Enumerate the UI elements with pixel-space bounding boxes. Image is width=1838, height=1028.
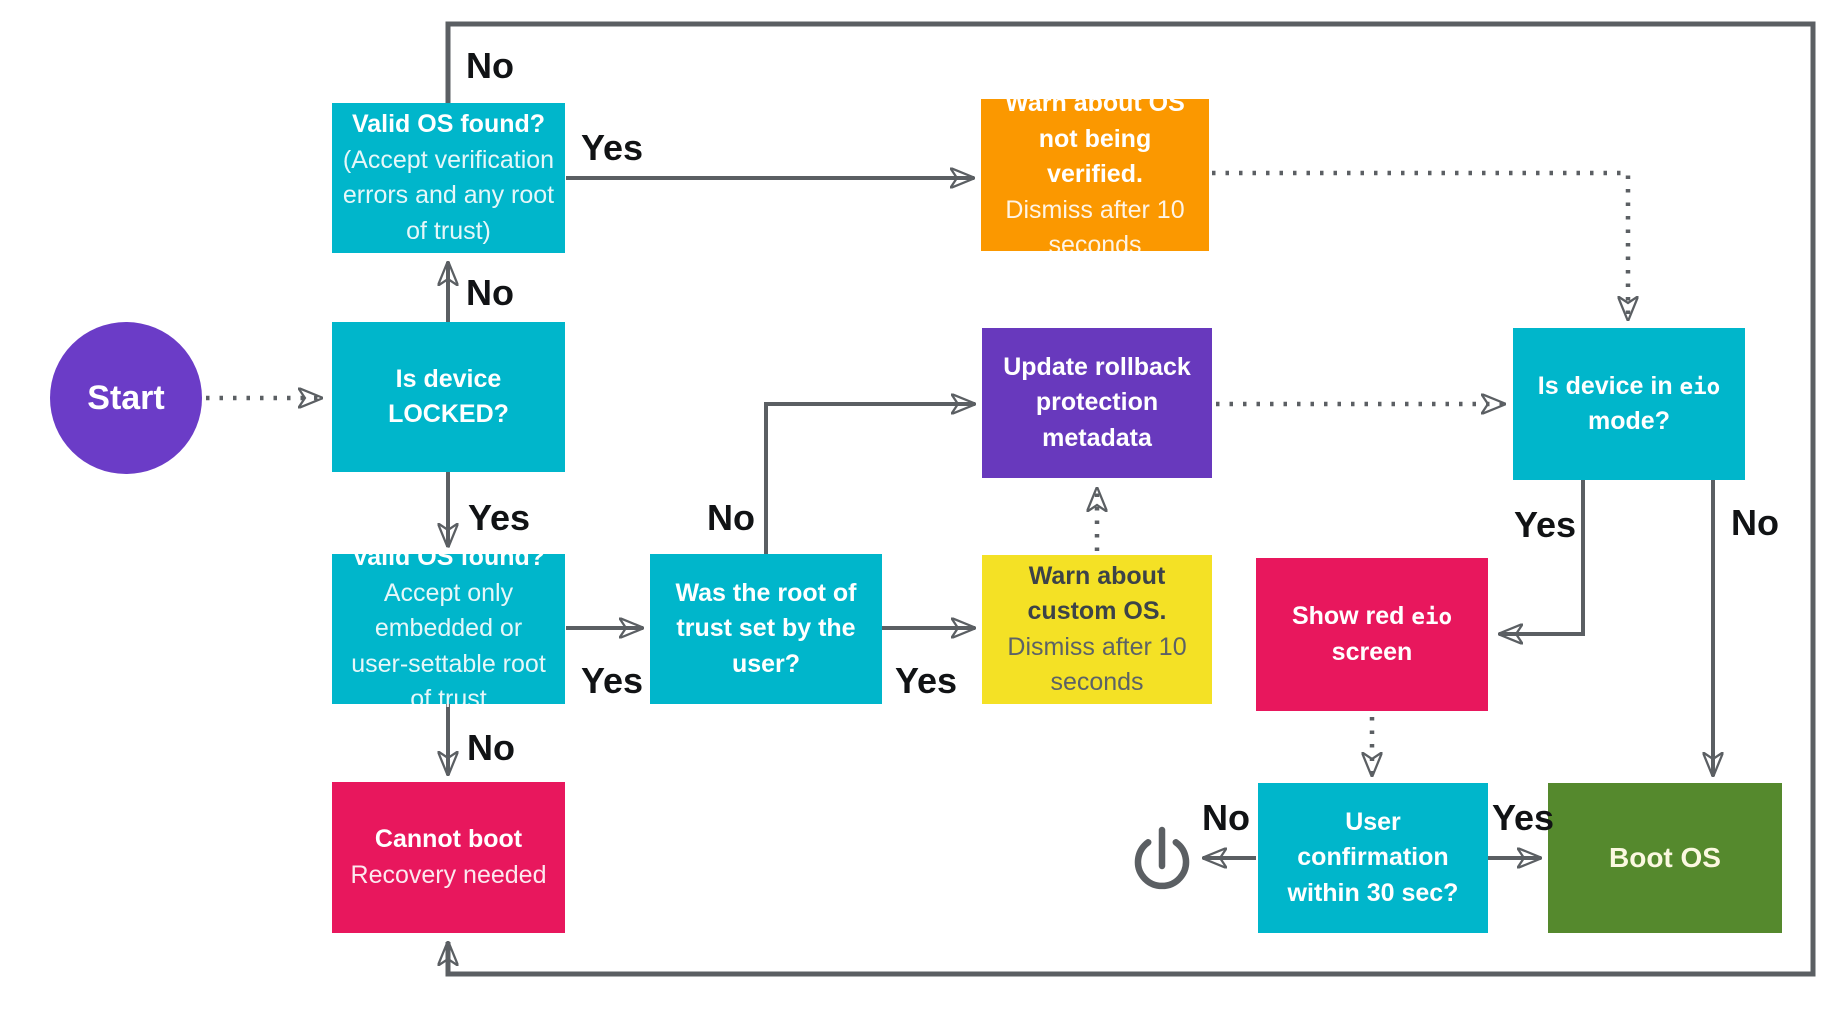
node-subtitle: Accept only embedded or user-settable ro… — [351, 578, 546, 714]
node-cannot-boot: Cannot boot Recovery needed — [332, 782, 565, 933]
title-pre: Show red — [1291, 602, 1412, 630]
node-title: Valid OS found? — [351, 543, 546, 572]
node-warn-custom-os: Warn about custom OS. Dismiss after 10 s… — [982, 555, 1212, 704]
node-show-red-eio-screen: Show red eio screen — [1256, 558, 1488, 711]
node-start: Start — [50, 322, 202, 474]
title-mono: eio — [1411, 604, 1453, 630]
edge-label-no: No — [466, 45, 514, 86]
node-title: Was the root of trust set by the user? — [675, 578, 857, 678]
title-pre: Is device in — [1537, 371, 1680, 400]
node-subtitle: Dismiss after 10 seconds — [1005, 195, 1185, 260]
node-update-rollback-metadata: Update rollback protection metadata — [982, 328, 1212, 478]
node-valid-os-any-root: Valid OS found? (Accept verification err… — [332, 103, 565, 253]
node-title: User confirmation within 30 sec? — [1287, 807, 1459, 907]
node-subtitle: Recovery needed — [350, 860, 547, 889]
node-is-device-in-eio-mode: Is device in eio mode? — [1513, 328, 1745, 480]
edge-label-yes: Yes — [894, 660, 958, 701]
title-mono: eio — [1679, 373, 1721, 400]
edge-label-yes: Yes — [580, 660, 644, 701]
edge-label-yes: Yes — [467, 497, 531, 538]
node-title: Valid OS found? — [351, 110, 546, 138]
edge-label-no: No — [707, 497, 755, 538]
edge-label-yes: Yes — [1491, 797, 1555, 838]
node-subtitle: (Accept verification errors and any root… — [342, 145, 555, 245]
node-title: Update rollback protection metadata — [1003, 352, 1191, 452]
connector-rootuser-no — [764, 404, 975, 554]
node-root-of-trust-set-by-user: Was the root of trust set by the user? — [650, 554, 882, 704]
edge-label-no: No — [1731, 502, 1779, 543]
node-title: Boot OS — [1609, 842, 1721, 874]
node-is-device-locked: Is device LOCKED? — [332, 322, 565, 472]
edge-label-no: No — [1202, 797, 1250, 838]
node-warn-os-not-verified: Warn about OS not being verified. Dismis… — [981, 89, 1209, 259]
edge-label-yes: Yes — [1513, 504, 1577, 545]
title-post: mode? — [1588, 407, 1670, 435]
node-title: Show red eio screen — [1292, 599, 1452, 670]
start-label: Start — [87, 378, 165, 417]
node-title: Is device LOCKED? — [388, 364, 509, 429]
edge-label-no: No — [467, 727, 515, 768]
node-user-confirmation: User confirmation within 30 sec? — [1258, 783, 1488, 933]
title-post: screen — [1331, 637, 1413, 666]
node-boot-os: Boot OS — [1548, 783, 1782, 933]
node-subtitle: Dismiss after 10 seconds — [1007, 632, 1187, 697]
edge-label-no: No — [466, 272, 514, 313]
node-title: Cannot boot — [374, 825, 523, 853]
node-title: Warn about OS not being verified. — [1005, 89, 1185, 189]
power-icon — [1134, 826, 1190, 890]
connector-warnunverified-to-eio — [1212, 170, 1628, 320]
edge-label-yes: Yes — [580, 127, 644, 168]
node-title: Is device in eio mode? — [1538, 369, 1720, 440]
node-valid-os-embedded-root: Valid OS found? Accept only embedded or … — [332, 543, 565, 713]
node-title: Warn about custom OS. — [1027, 561, 1167, 626]
